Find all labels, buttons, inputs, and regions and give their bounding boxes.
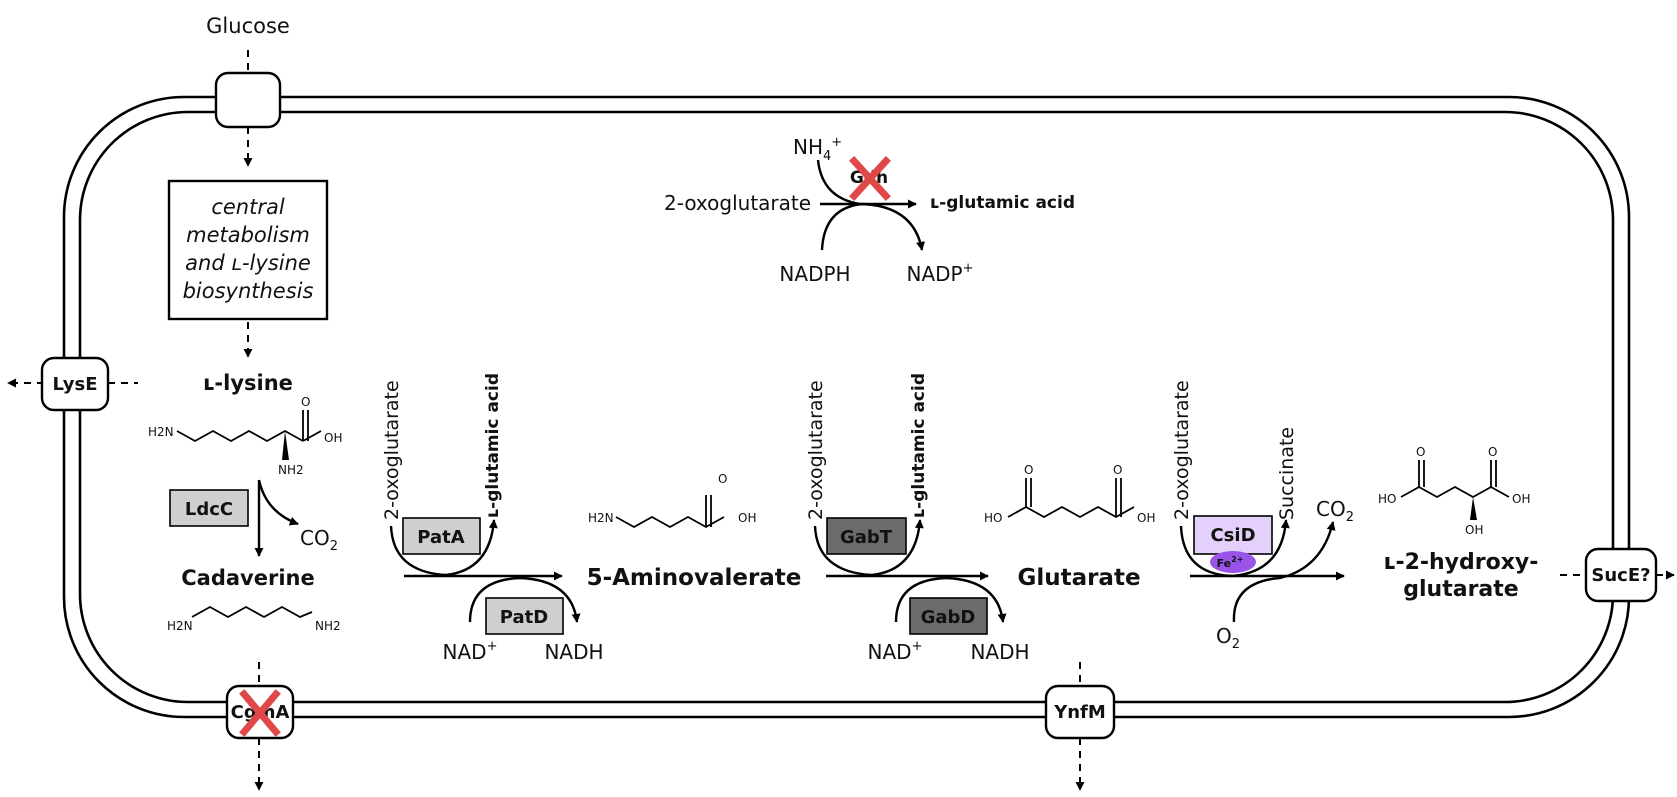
glucose-transporter[interactable] [214, 71, 282, 129]
gdh-nadp: NADP+ [906, 261, 973, 286]
csid-o2-co2-curve [1232, 521, 1336, 623]
pata-substrate: 2-oxoglutarate [381, 380, 403, 520]
gdh-nh4: NH4+ [793, 135, 842, 164]
gdh-nadph: NADPH [779, 262, 850, 286]
cadaverine-label: Cadaverine [181, 566, 314, 590]
gabd-nadh: NADH [970, 640, 1029, 664]
gabt-product: ʟ-glutamic acid [909, 373, 929, 518]
central-line-1: central [211, 195, 285, 219]
gabd-cofactor-curve [894, 576, 1007, 623]
patd-label: PatD [500, 607, 548, 628]
glutarate-ho: HO [984, 511, 1002, 525]
cadaverine-structure: H2N NH2 [167, 605, 341, 633]
lysine-oh: OH [324, 431, 342, 445]
glutarate-label: Glutarate [1017, 565, 1140, 591]
csid-label: CsiD [1210, 525, 1255, 546]
lysine-nh2: NH2 [278, 463, 304, 477]
csid-enzyme-box[interactable] [1193, 515, 1273, 555]
patd-enzyme-box[interactable] [485, 597, 564, 635]
csid-co2: CO2 [1316, 497, 1354, 525]
gabd-enzyme-box[interactable] [909, 597, 988, 635]
glutarate-o-left: O [1024, 463, 1033, 477]
gdh-nadph-curve [820, 202, 925, 251]
central-line-4: biosynthesis [183, 279, 314, 303]
fe-cofactor-label: Fe2+ [1217, 555, 1244, 570]
hydroxyglutarate-structure: HO OH OH O O [1378, 445, 1530, 537]
gabd-nad: NAD+ [868, 639, 923, 664]
patd-nad: NAD+ [443, 639, 498, 664]
aminovalerate-h2n: H2N [588, 511, 614, 525]
gdh-nh4-uptake-curve [816, 159, 861, 206]
gdh-knockout-cross-icon [849, 156, 891, 201]
gdh-product: ʟ-glutamic acid [930, 193, 1075, 213]
lysine-label: ʟ-lysine [203, 371, 293, 395]
glutarate-o-right: O [1113, 463, 1122, 477]
hydroxyglutarate-oh: OH [1512, 492, 1530, 506]
central-line-2: metabolism [186, 223, 310, 247]
central-metabolism-box: central metabolism and ʟ-lysine biosynth… [167, 179, 329, 321]
patd-nadh: NADH [544, 640, 603, 664]
cgma-knockout-cross-icon [239, 689, 281, 737]
ldcc-label: LdcC [185, 499, 233, 520]
gabt-enzyme-box[interactable] [826, 517, 907, 555]
lysine-structure: H2N OH O NH2 [148, 395, 342, 477]
hydroxyglutarate-oh-sub: OH [1465, 523, 1483, 537]
glucose-label: Glucose [206, 14, 290, 38]
lyse-transporter[interactable] [40, 356, 110, 412]
aminovalerate-structure: H2N OH O [588, 472, 756, 529]
pata-product: ʟ-glutamic acid [483, 373, 503, 518]
ynfm-label: YnfM [1053, 702, 1106, 723]
ldcc-co2-release-arrow [257, 479, 299, 526]
ldcc-enzyme-box[interactable] [169, 489, 249, 527]
hydroxyglutarate-label-line-2: glutarate [1403, 577, 1518, 602]
csid-o2: O2 [1216, 624, 1240, 652]
pata-label: PatA [417, 527, 464, 548]
cadaverine-h2n: H2N [167, 619, 193, 633]
gabd-label: GabD [921, 607, 976, 628]
glutarate-structure: HO OH O O [984, 463, 1155, 525]
aminovalerate-label: 5-Aminovalerate [587, 565, 802, 591]
csid-product: Succinate [1276, 427, 1298, 520]
lysine-h2n: H2N [148, 425, 174, 439]
gdh-substrate: 2-oxoglutarate [664, 191, 811, 215]
lyse-label: LysE [53, 374, 98, 395]
lysine-o: O [301, 395, 310, 409]
patd-cofactor-curve [468, 576, 581, 623]
aminovalerate-oh: OH [738, 511, 756, 525]
glutarate-oh: OH [1137, 511, 1155, 525]
central-line-3: and ʟ-lysine [185, 251, 311, 275]
hydroxyglutarate-label-line-1: ʟ-2-hydroxy- [1384, 550, 1539, 575]
hydroxyglutarate-o-left: O [1416, 445, 1425, 459]
fe-cofactor-badge [1210, 551, 1256, 573]
suce-label: SucE? [1591, 565, 1650, 586]
hydroxyglutarate-ho: HO [1378, 492, 1396, 506]
csid-substrate: 2-oxoglutarate [1171, 380, 1193, 520]
aminovalerate-o: O [718, 472, 727, 486]
hydroxyglutarate-o-right: O [1488, 445, 1497, 459]
gabt-label: GabT [840, 527, 893, 548]
pata-enzyme-box[interactable] [402, 517, 481, 555]
gabt-substrate: 2-oxoglutarate [805, 380, 827, 520]
cadaverine-nh2: NH2 [315, 619, 341, 633]
ldcc-co2: CO2 [300, 526, 338, 554]
